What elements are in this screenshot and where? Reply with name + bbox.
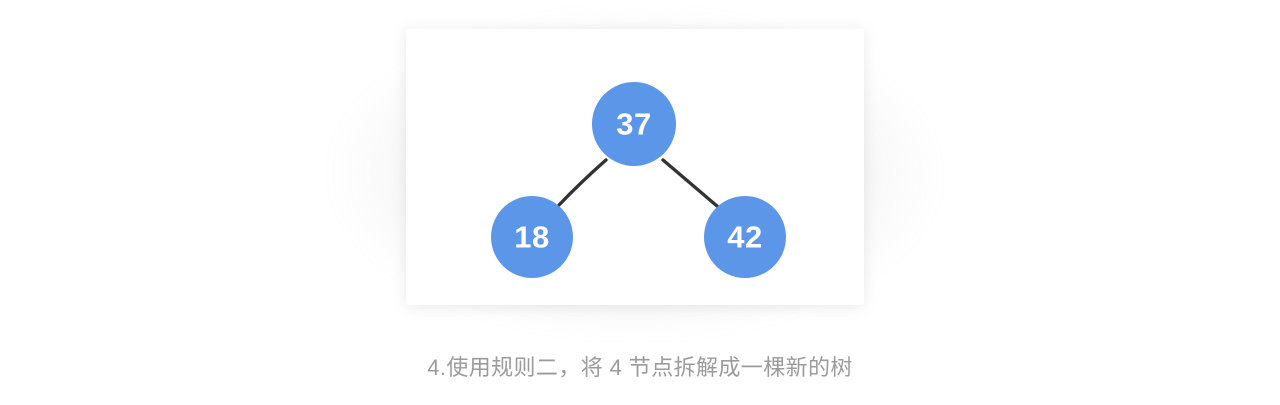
figure-card: 37 18 42 <box>406 29 864 305</box>
tree-edge-root-to-right <box>661 158 719 208</box>
tree-node-right-label: 42 <box>727 220 762 255</box>
tree-node-root-circle <box>592 82 676 166</box>
tree-node-left[interactable]: 18 <box>491 196 573 278</box>
binary-tree-diagram: 37 18 42 <box>491 82 786 278</box>
tree-node-right-circle <box>704 196 786 278</box>
tree-node-root-label: 37 <box>616 107 651 142</box>
tree-node-left-circle <box>491 196 573 278</box>
tree-node-root[interactable]: 37 <box>592 82 676 166</box>
figure-caption: 4.使用规则二，将 4 节点拆解成一棵新的树 <box>427 355 853 380</box>
tree-node-right[interactable]: 42 <box>704 196 786 278</box>
tree-node-left-label: 18 <box>514 220 549 255</box>
tree-edge-root-to-left <box>557 158 608 207</box>
